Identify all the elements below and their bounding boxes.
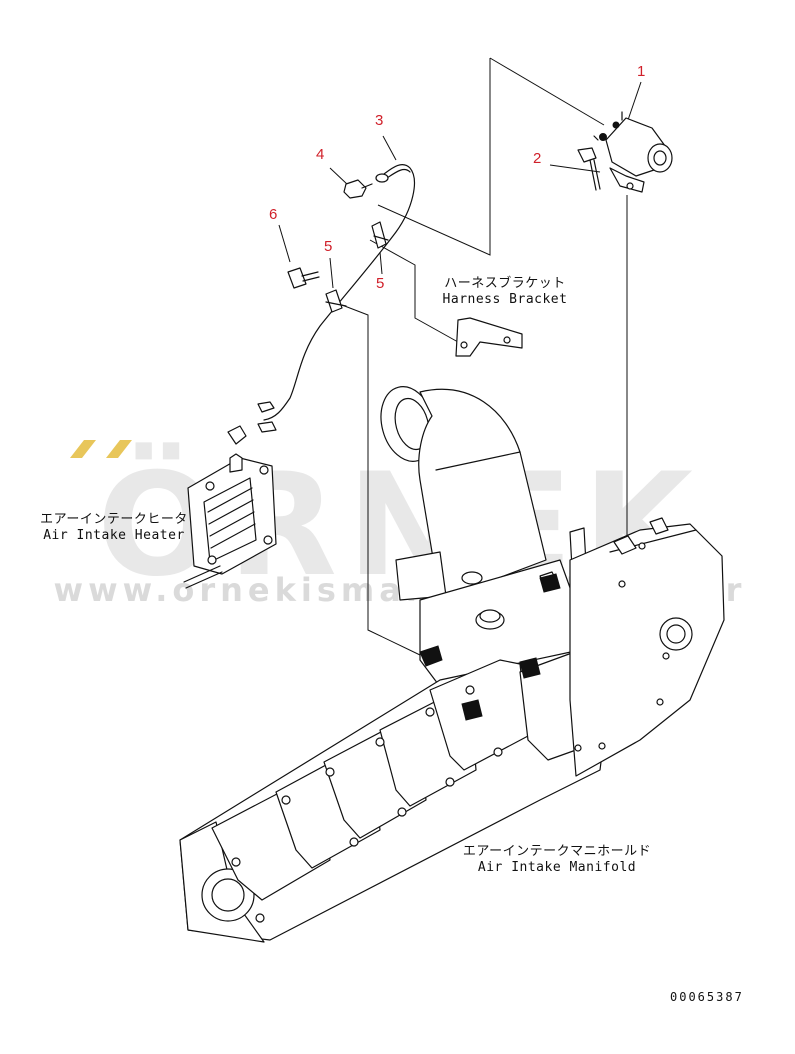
callout-4: 4 xyxy=(316,146,325,163)
watermark-accent-icon xyxy=(70,440,132,458)
harness-bracket-part xyxy=(455,317,523,357)
callout-6: 6 xyxy=(269,206,278,223)
harness-bracket-label-en: Harness Bracket xyxy=(442,292,568,307)
wire-harness-part xyxy=(227,164,415,445)
callout-5a: 5 xyxy=(324,238,333,255)
callout-1: 1 xyxy=(637,63,646,80)
air-intake-manifold-label-jp: エアーインテークマニホールド xyxy=(462,844,652,859)
air-intake-manifold-label: エアーインテークマニホールド Air Intake Manifold xyxy=(462,844,652,876)
air-intake-heater-part xyxy=(183,453,277,589)
clip-part-5b xyxy=(325,289,347,313)
callout-2: 2 xyxy=(533,150,542,167)
cylinder-head-part xyxy=(569,517,725,777)
clip-part-5a xyxy=(371,221,389,249)
heater-relay-part xyxy=(593,111,673,193)
nut-part-4 xyxy=(343,179,373,199)
air-intake-heater-label: エアーインテークヒータ Air Intake Heater xyxy=(36,512,192,544)
harness-bracket-label-jp: ハーネスブラケット xyxy=(444,276,566,291)
callout-5b: 5 xyxy=(376,275,385,292)
harness-bracket-label: ハーネスブラケット Harness Bracket xyxy=(440,276,570,308)
air-intake-heater-label-jp: エアーインテークヒータ xyxy=(40,512,188,527)
leader-lines xyxy=(278,57,642,656)
bolt-part-2 xyxy=(577,147,601,191)
air-intake-heater-label-en: Air Intake Heater xyxy=(43,528,185,543)
air-intake-manifold-label-en: Air Intake Manifold xyxy=(477,860,637,875)
bolt-part-6 xyxy=(287,267,320,289)
drawing-number: 00065387 xyxy=(670,990,744,1004)
callout-3: 3 xyxy=(375,112,384,129)
